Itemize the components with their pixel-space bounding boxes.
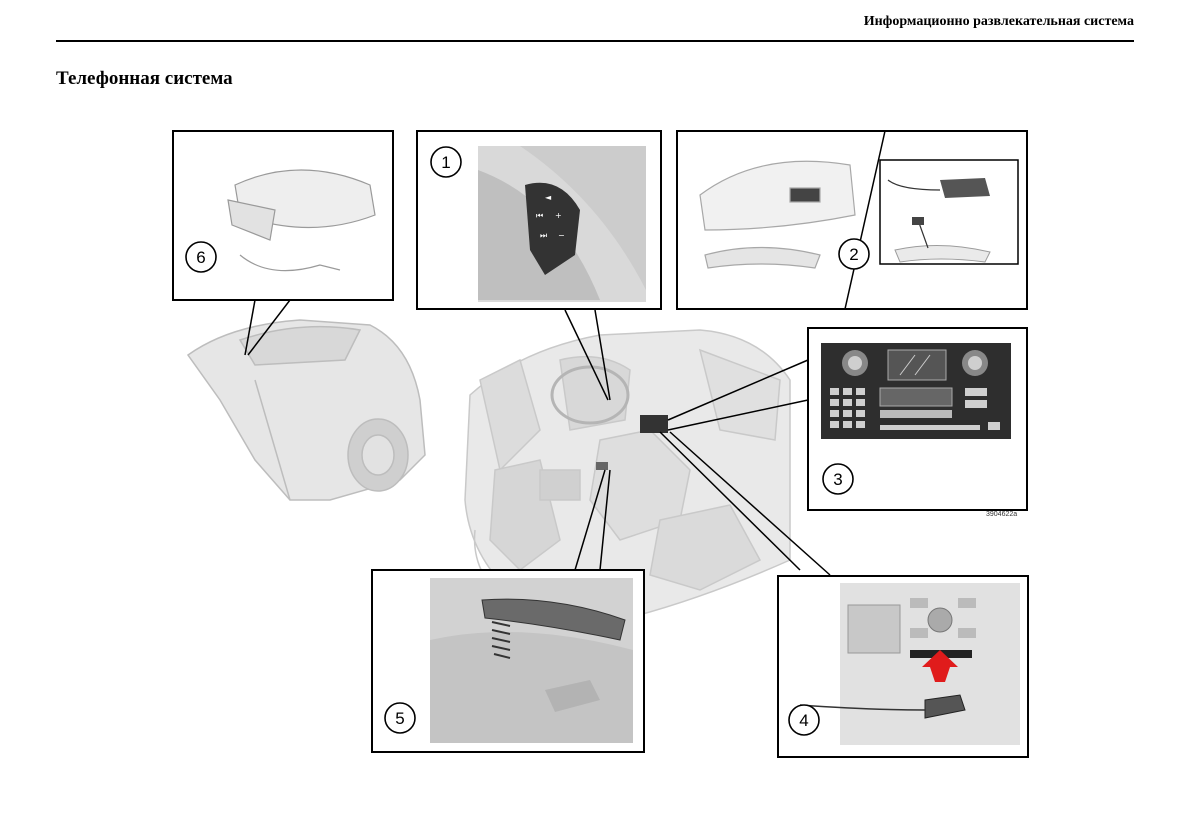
panel-2: 2 xyxy=(676,130,1028,310)
panel-1: ◄ ⏮ + ⏭ − 1 xyxy=(416,130,662,310)
header-rule xyxy=(56,40,1134,42)
phone-holder-4 xyxy=(924,694,966,719)
car-exterior-illustration xyxy=(186,319,426,501)
audio-unit-marker xyxy=(640,415,668,433)
section-header: Информационно развлекательная система xyxy=(863,14,1134,29)
panel-4: 4 xyxy=(777,575,1029,758)
insert-arrow-icon xyxy=(922,650,958,682)
page-title: Телефонная система xyxy=(56,68,233,89)
panel-6: 6 xyxy=(172,130,394,301)
callout-3: 3 xyxy=(833,470,842,489)
image-code: 3904622a xyxy=(986,511,1018,518)
callout-2: 2 xyxy=(849,245,858,264)
svg-text:⏭: ⏭ xyxy=(540,231,547,240)
phone-holder-5 xyxy=(481,598,626,641)
holder-marker xyxy=(596,462,608,470)
svg-text:−: − xyxy=(558,231,565,240)
svg-text:◄: ◄ xyxy=(545,193,552,202)
callout-1: 1 xyxy=(441,153,450,172)
panel-5: 5 xyxy=(371,569,645,753)
svg-text:+: + xyxy=(555,211,562,220)
callout-6: 6 xyxy=(196,248,205,267)
panel-3: 3 xyxy=(807,327,1028,511)
callout-5: 5 xyxy=(395,709,404,728)
steering-wheel-buttons xyxy=(525,182,580,275)
callout-4: 4 xyxy=(799,711,808,730)
svg-text:⏮: ⏮ xyxy=(536,211,543,220)
